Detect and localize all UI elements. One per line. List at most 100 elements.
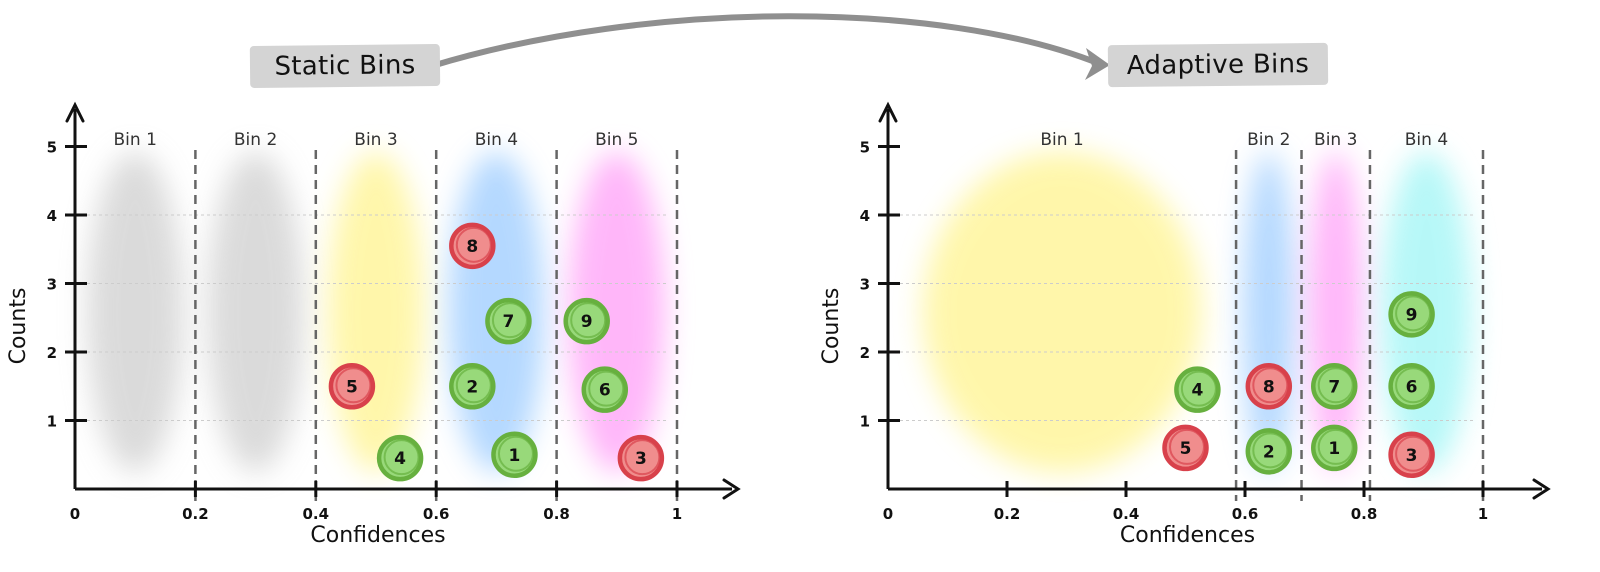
- bin-label-5: Bin 5: [595, 130, 638, 150]
- bin-label-1: Bin 1: [1040, 130, 1083, 150]
- sample-point-scribble: [383, 439, 420, 476]
- sample-point-wrong: 3: [1388, 431, 1435, 478]
- sample-point-scribble: [1395, 295, 1432, 332]
- x-tick-label: 0.4: [303, 505, 330, 523]
- sample-point-correct: 6: [581, 366, 629, 413]
- sample-point-correct: 2: [449, 363, 496, 410]
- sample-point-wrong: 5: [1162, 424, 1209, 472]
- y-tick-label: 2: [860, 344, 870, 362]
- x-tick-label: 0.6: [1232, 505, 1259, 523]
- sample-point-label: 7: [503, 312, 515, 332]
- adaptive-bins-title: Adaptive Bins: [1107, 42, 1329, 88]
- bin-glow-3: [327, 152, 425, 472]
- x-tick-label: 0: [70, 505, 80, 523]
- sample-point-scribble: [1317, 428, 1354, 465]
- bin-label-4: Bin 4: [1405, 130, 1448, 150]
- x-axis-title: Confidences: [1120, 523, 1255, 548]
- sample-point-label: 6: [1406, 377, 1418, 397]
- bin-glow-1: [87, 152, 184, 472]
- sample-point-correct: 7: [1311, 363, 1358, 410]
- sample-point-scribble: [455, 226, 492, 263]
- x-tick-label: 1: [1478, 505, 1488, 523]
- sample-point-label: 4: [1191, 381, 1203, 401]
- y-axis-arrowhead: [65, 101, 85, 123]
- sample-point-correct: 2: [1245, 428, 1293, 475]
- x-axis-title: Confidences: [310, 523, 445, 548]
- x-tick-label: 0.2: [182, 505, 209, 523]
- x-axis-arrowhead: [1532, 478, 1551, 500]
- sample-point-scribble: [588, 370, 625, 407]
- sample-point-scribble: [497, 435, 534, 472]
- sample-point-correct: 6: [1388, 363, 1435, 410]
- sample-point-correct: 4: [376, 434, 424, 482]
- x-tick-label: 0.4: [1113, 505, 1140, 523]
- y-axis-title: Counts: [819, 288, 844, 365]
- y-axis-title: Counts: [6, 288, 31, 365]
- sample-point-scribble: [1317, 367, 1354, 404]
- sample-point-scribble: [570, 302, 607, 339]
- x-tick-label: 0.6: [423, 505, 450, 523]
- y-axis-arrowhead: [878, 101, 898, 123]
- sample-point-scribble: [455, 367, 492, 404]
- x-tick-label: 0.2: [994, 505, 1021, 523]
- sample-point-correct: 1: [1311, 424, 1358, 472]
- bin-label-3: Bin 3: [1314, 130, 1357, 150]
- sample-point-label: 7: [1328, 377, 1340, 397]
- sample-point-correct: 1: [491, 431, 538, 478]
- sample-point-label: 3: [635, 449, 647, 469]
- sample-point-label: 5: [346, 377, 358, 397]
- static-bins-title: Static Bins: [249, 44, 441, 88]
- y-tick-label: 4: [47, 207, 57, 225]
- sample-point-label: 2: [466, 377, 478, 397]
- sample-point-label: 9: [581, 312, 593, 332]
- sample-point-scribble: [624, 439, 661, 476]
- x-axis-arrowhead: [722, 478, 741, 500]
- transition-arrow: [429, 13, 1103, 69]
- y-tick-label: 1: [47, 413, 57, 431]
- bin-label-1: Bin 1: [114, 130, 157, 150]
- y-tick-label: 5: [47, 139, 57, 157]
- bin-glow-2: [207, 152, 304, 472]
- bin-label-4: Bin 4: [475, 130, 518, 150]
- sample-point-label: 4: [394, 449, 406, 469]
- sample-point-wrong: 3: [617, 434, 665, 482]
- bin-label-2: Bin 2: [1247, 130, 1290, 150]
- transition-arrow-head: [1085, 48, 1110, 80]
- sample-point-wrong: 8: [449, 222, 496, 270]
- sample-point-label: 8: [466, 237, 478, 257]
- x-tick-label: 0.8: [543, 505, 570, 523]
- sample-point-correct: 7: [485, 297, 532, 345]
- sample-point-correct: 4: [1174, 366, 1221, 413]
- y-tick-label: 4: [860, 207, 870, 225]
- sample-point-label: 5: [1180, 439, 1192, 459]
- bin-glow-3: [1308, 152, 1364, 472]
- sample-point-label: 8: [1263, 377, 1275, 397]
- sample-point-scribble: [1395, 367, 1432, 404]
- sample-point-correct: 9: [563, 297, 610, 345]
- sample-point-scribble: [1180, 370, 1217, 407]
- y-tick-label: 5: [860, 139, 870, 157]
- bin-glow-1: [922, 152, 1202, 472]
- y-tick-label: 3: [47, 276, 57, 294]
- sample-point-wrong: 5: [328, 363, 376, 410]
- sample-point-correct: 9: [1388, 291, 1435, 338]
- sample-point-scribble: [1395, 435, 1432, 472]
- bin-label-2: Bin 2: [234, 130, 277, 150]
- y-tick-label: 3: [860, 276, 870, 294]
- x-tick-label: 0.8: [1351, 505, 1378, 523]
- sample-point-scribble: [491, 302, 528, 339]
- y-tick-label: 1: [860, 413, 870, 431]
- x-tick-label: 0: [883, 505, 893, 523]
- sample-point-label: 1: [1328, 439, 1340, 459]
- x-tick-label: 1: [672, 505, 682, 523]
- sample-point-wrong: 8: [1245, 363, 1293, 410]
- sample-point-label: 1: [509, 446, 521, 466]
- sample-point-scribble: [1169, 428, 1205, 465]
- sample-point-label: 3: [1406, 446, 1418, 466]
- bin-label-3: Bin 3: [354, 130, 397, 150]
- sample-point-scribble: [335, 367, 372, 404]
